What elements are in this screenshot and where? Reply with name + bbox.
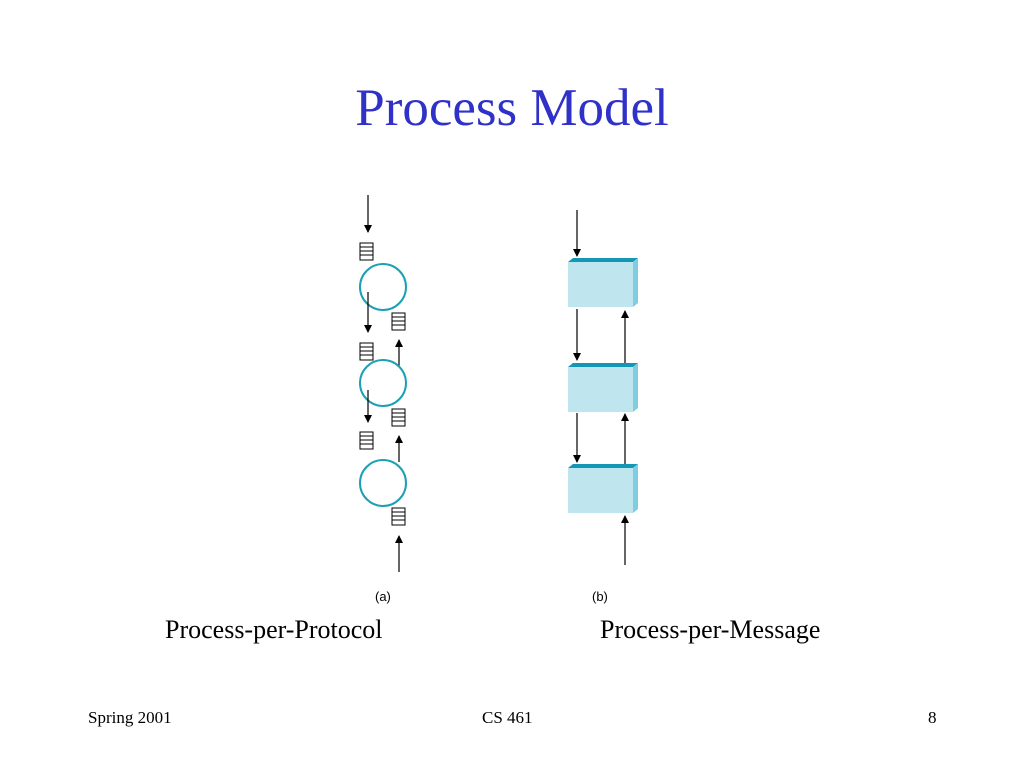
message-process-box bbox=[568, 258, 638, 307]
process-per-message-diagram bbox=[568, 210, 638, 565]
message-queue bbox=[359, 342, 374, 361]
message-queue bbox=[391, 408, 406, 427]
footer-course: CS 461 bbox=[482, 708, 533, 727]
slide-title: Process Model bbox=[355, 79, 669, 137]
message-queue bbox=[359, 242, 374, 261]
footer-page-number: 8 bbox=[928, 708, 937, 727]
message-process-box bbox=[568, 363, 638, 412]
message-queue bbox=[359, 431, 374, 450]
process-per-protocol-diagram bbox=[359, 195, 407, 572]
caption-process-per-message: Process-per-Message bbox=[600, 615, 821, 644]
message-queue bbox=[391, 507, 406, 526]
protocol-process bbox=[359, 359, 407, 407]
footer-date: Spring 2001 bbox=[88, 708, 172, 727]
panel-a-label: (a) bbox=[375, 589, 391, 604]
panel-b-label: (b) bbox=[592, 589, 608, 604]
message-process-box bbox=[568, 464, 638, 513]
caption-process-per-protocol: Process-per-Protocol bbox=[165, 615, 383, 644]
message-queue bbox=[391, 312, 406, 331]
protocol-process bbox=[359, 263, 407, 311]
protocol-process bbox=[359, 459, 407, 507]
